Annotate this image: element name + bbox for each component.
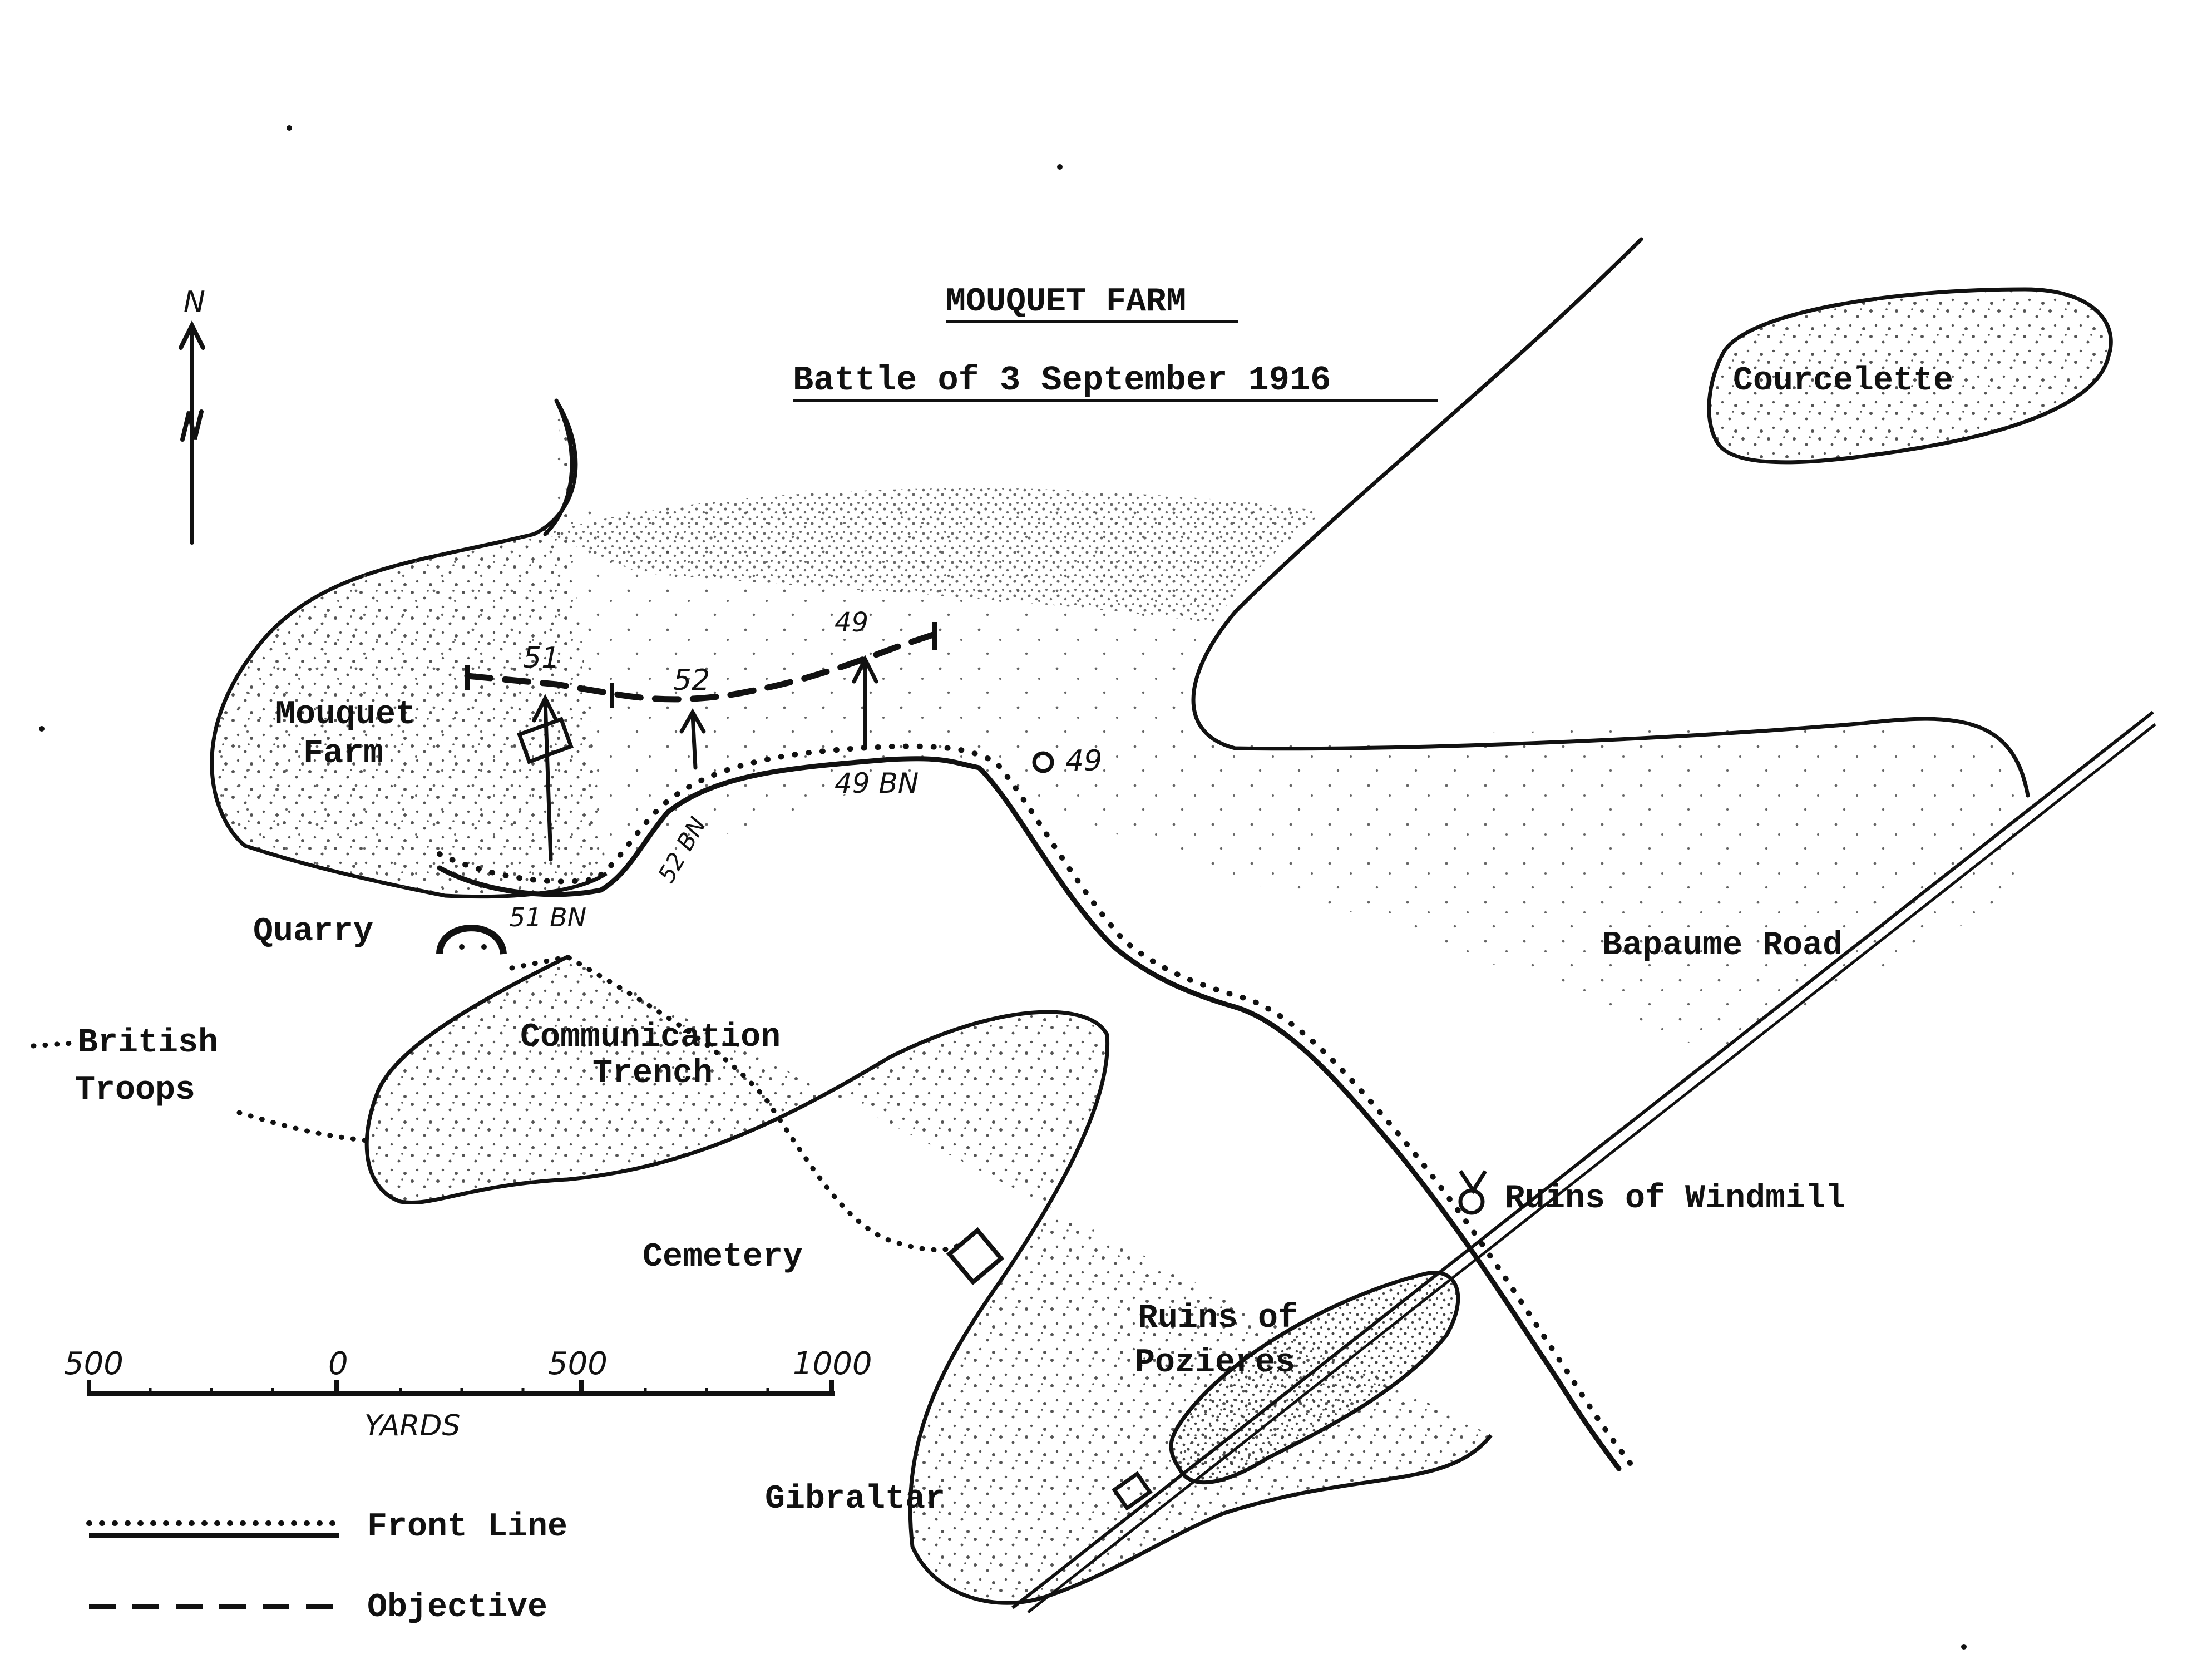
label-quarry: Quarry <box>253 913 373 951</box>
legend-front-line: Front Line <box>367 1508 567 1546</box>
gibraltar-icon <box>1112 1471 1153 1511</box>
scale-bar <box>87 1380 835 1396</box>
label-cemetery: Cemetery <box>643 1238 803 1276</box>
features <box>436 717 1487 1511</box>
windmill-icon <box>1458 1170 1487 1215</box>
objective-unit-51: 51 <box>523 641 560 675</box>
map-title: MOUQUET FARM <box>946 283 1186 321</box>
ridge-stipple-band <box>545 488 1324 623</box>
stream-line <box>543 398 574 536</box>
courcelette-village <box>1707 287 2113 465</box>
label-courcelette: Courcelette <box>1733 362 1953 400</box>
arrow-49 <box>852 655 878 748</box>
scale-tick-0: 0 <box>328 1346 348 1382</box>
legend-objective: Objective <box>367 1589 547 1627</box>
scale-unit: YARDS <box>364 1409 460 1443</box>
scale-tick-500: 500 <box>548 1346 608 1382</box>
label-british-1: British <box>78 1024 218 1062</box>
label-british-2: Troops <box>75 1071 195 1109</box>
quarry-icon <box>436 925 507 955</box>
north-arrow-icon <box>179 320 205 545</box>
spur-west-closing <box>376 955 570 1093</box>
front-line-solid <box>437 756 1622 1471</box>
label-gibraltar: Gibraltar <box>765 1480 945 1518</box>
bapaume-road <box>1011 710 2156 1613</box>
label-ruins-pozieres-1: Ruins of <box>1138 1300 1298 1337</box>
label-ruins-pozieres-2: Pozieres <box>1135 1344 1295 1382</box>
map-subtitle: Battle of 3 September 1916 <box>793 361 1331 400</box>
scale-tick-1000: 1000 <box>793 1346 872 1382</box>
trench-communication <box>509 954 960 1253</box>
front-line-dotted <box>437 743 1633 1466</box>
front-line <box>437 743 1633 1471</box>
label-communication-trench-1: Communication <box>520 1019 781 1056</box>
north-label: N <box>184 285 205 319</box>
battalion-51: 51 BN <box>509 902 586 932</box>
mouquet-farm-building-icon <box>517 717 574 764</box>
battalion-49: 49 BN <box>835 767 919 799</box>
label-communication-trench-2: Trench <box>592 1055 713 1093</box>
legend <box>86 1520 342 1609</box>
trench-british-troops <box>31 1040 370 1143</box>
label-mouquet-farm-1: Mouquet <box>275 696 416 734</box>
label-bapaume-road: Bapaume Road <box>1602 927 1843 965</box>
arrow-51 <box>532 694 559 862</box>
objective-unit-52: 52 <box>673 664 710 697</box>
terrain <box>210 237 2113 1605</box>
valley-wedge-outline <box>1191 237 2030 798</box>
pozieres-village <box>1169 1271 1460 1485</box>
post-49-icon <box>1032 751 1054 773</box>
label-ruins-windmill: Ruins of Windmill <box>1505 1180 1845 1218</box>
cemetery-icon <box>946 1227 1005 1286</box>
attack-arrows <box>532 655 878 862</box>
communication-trenches <box>31 954 960 1253</box>
objective-unit-49: 49 <box>835 607 868 638</box>
arrow-52 <box>679 708 706 770</box>
label-mouquet-farm-2: Farm <box>303 735 383 773</box>
post-49-label: 49 <box>1065 744 1102 778</box>
scale-tick-500-west: 500 <box>64 1346 124 1382</box>
